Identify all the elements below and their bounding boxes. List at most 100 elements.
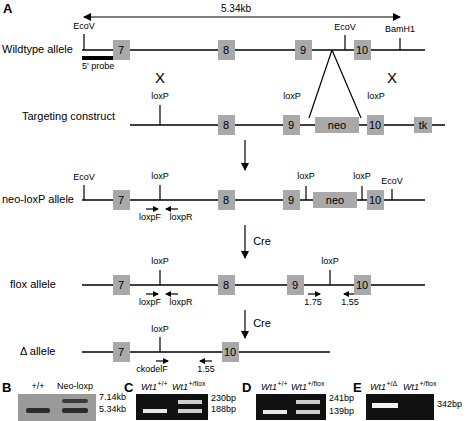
primer-label: loxpR <box>169 213 192 223</box>
exon-box: 10 <box>354 275 371 295</box>
exon-number: 7 <box>118 195 124 206</box>
genotype-label: Wt1 <box>291 383 307 393</box>
exon-box: 7 <box>113 190 130 210</box>
site-label: EcoV <box>334 23 356 33</box>
exon-box: 7 <box>113 275 130 295</box>
exon-number: 8 <box>223 45 229 56</box>
primer-label: loxpR <box>169 298 192 308</box>
panel-letter: E <box>353 381 362 395</box>
exon-number: 10 <box>224 347 236 358</box>
exon-number: 9 <box>288 195 294 206</box>
genotype-superscript: +/Δ <box>387 380 398 388</box>
loxp-tick <box>159 105 160 125</box>
loxp-label: loxP <box>353 172 371 182</box>
site-tick <box>83 185 84 200</box>
panel-letter: C <box>124 381 133 395</box>
genotype-superscript: +/flox <box>189 380 206 388</box>
primer-arrow <box>308 293 320 294</box>
loxp-label: loxP <box>151 92 169 102</box>
pcr-gel <box>136 394 208 420</box>
exon-number: 7 <box>118 347 124 358</box>
size-label: 342bp <box>437 400 462 410</box>
exon-box: 7 <box>113 342 130 362</box>
exon-box: 9 <box>295 40 312 60</box>
gel-band <box>263 410 287 414</box>
exon-number: tk <box>419 120 428 131</box>
cassette-box: tk <box>414 117 432 133</box>
loxp-tick <box>361 186 362 200</box>
exon-number: 8 <box>223 195 229 206</box>
exon-number: 8 <box>223 120 229 131</box>
exon-box: 9 <box>287 275 304 295</box>
recombination-line <box>309 50 332 118</box>
site-label: EcoV <box>73 22 95 32</box>
genotype-superscript: +/flox <box>308 380 325 388</box>
size-label: 5.34kb <box>99 405 126 415</box>
cassette-box: neo <box>313 192 357 208</box>
exon-box: 8 <box>218 40 235 60</box>
primer-label: ckodelF <box>136 365 168 375</box>
exon-number: 8 <box>223 280 229 291</box>
probe-label: 5' probe <box>82 62 114 72</box>
genotype-label: Wt1 <box>261 383 277 393</box>
gel-band <box>296 410 320 414</box>
panel-letter: A <box>3 2 12 16</box>
panel-letter: B <box>2 381 11 395</box>
genotype-superscript: +/flox <box>420 380 437 388</box>
blot-band <box>62 399 88 403</box>
exon-number: 7 <box>118 280 124 291</box>
primer-label: 1.55 <box>341 298 359 308</box>
allele-name: Targeting construct <box>22 110 115 122</box>
genotype-superscript: +/+ <box>158 380 168 388</box>
exon-box: 8 <box>218 275 235 295</box>
primer-label: 1.75 <box>304 298 322 308</box>
exon-number: 10 <box>369 195 381 206</box>
primer-arrow <box>166 293 178 294</box>
site-label: BamH1 <box>385 25 415 35</box>
crossover-mark: X <box>155 70 165 87</box>
primer-label: loxpF <box>139 298 161 308</box>
exon-number: 7 <box>118 45 124 56</box>
loxp-label: loxP <box>321 257 339 267</box>
blot-band <box>26 408 50 413</box>
exon-box: 10 <box>367 190 384 210</box>
gel-band <box>178 400 202 404</box>
loxp-label: loxP <box>151 325 169 335</box>
genotype-superscript: +/+ <box>278 380 288 388</box>
step-arrow <box>244 310 245 338</box>
site-label: EcoV <box>381 177 403 187</box>
primer-arrow <box>146 208 158 209</box>
pcr-gel <box>256 394 326 420</box>
pcr-gel <box>366 394 434 420</box>
exon-box: 10 <box>222 342 239 362</box>
lane-label: +/+ <box>31 382 44 392</box>
allele-name: Δ allele <box>20 345 55 357</box>
primer-arrow <box>156 360 168 361</box>
exon-number: 9 <box>292 280 298 291</box>
loxp-label: loxP <box>151 172 169 182</box>
loxp-label: loxP <box>151 257 169 267</box>
lane-label: Neo-loxp <box>57 382 93 392</box>
scale-arrow <box>84 16 400 17</box>
loxp-label: loxP <box>297 172 315 182</box>
genotype-label: Wt1 <box>141 383 157 393</box>
exon-box: 8 <box>218 115 235 135</box>
allele-name: flox allele <box>10 278 56 290</box>
gel-band <box>372 403 398 408</box>
exon-number: 9 <box>300 45 306 56</box>
size-label: 7.14kb <box>99 393 126 403</box>
exon-box: 10 <box>367 115 384 135</box>
exon-number: neo <box>328 120 346 131</box>
loxp-tick <box>159 337 160 352</box>
loxp-label: loxP <box>367 92 385 102</box>
gel-band <box>178 409 202 413</box>
exon-number: 10 <box>356 45 368 56</box>
site-tick <box>391 189 392 200</box>
recombination-line <box>332 50 361 118</box>
size-label: 139bp <box>329 407 354 417</box>
site-tick <box>399 38 400 50</box>
gel-band <box>143 409 167 413</box>
recombinase-label: Cre <box>253 317 271 329</box>
size-label: 230bp <box>211 394 236 404</box>
genotype-label: Wt1 <box>172 383 188 393</box>
